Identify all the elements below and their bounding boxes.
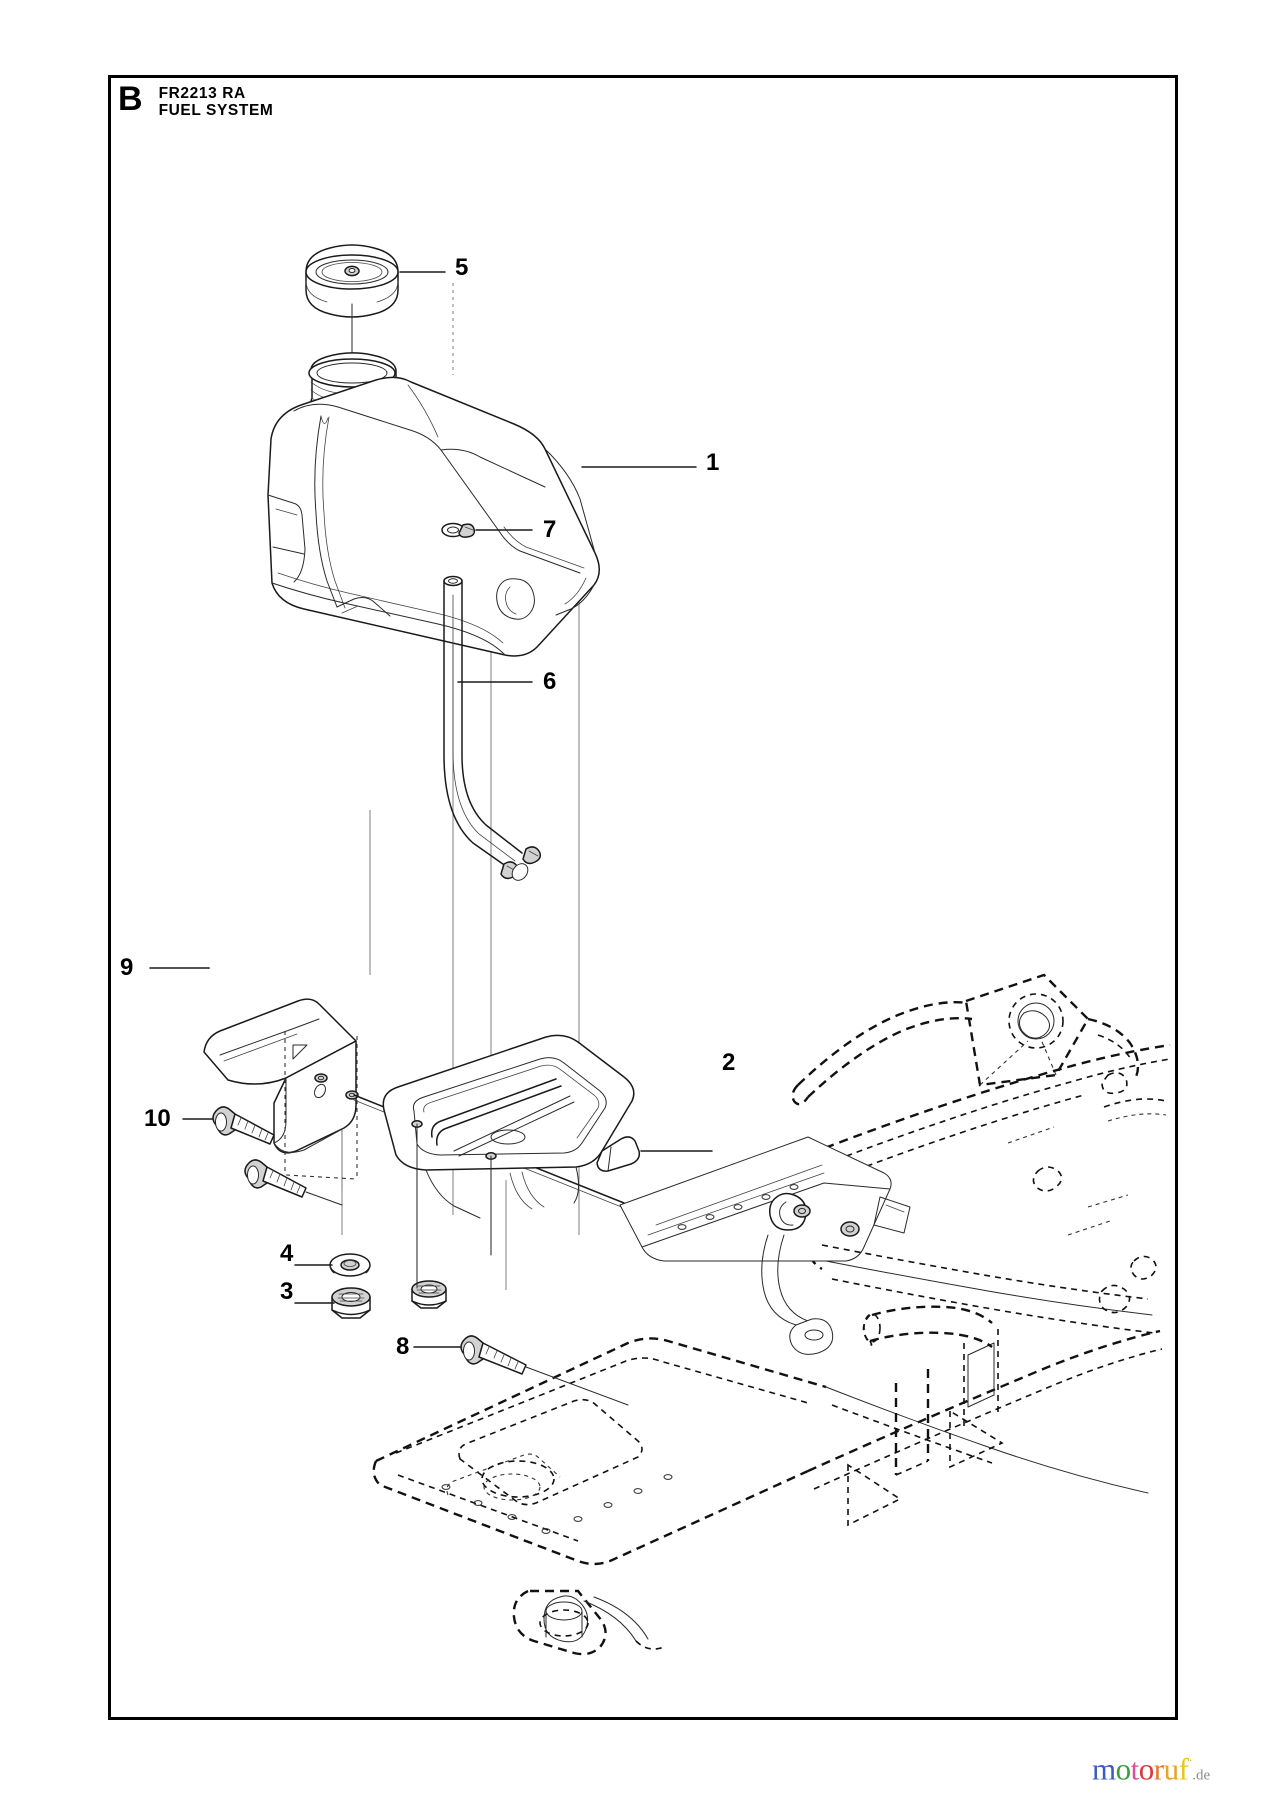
- chassis-deck-plate: [372, 1337, 827, 1566]
- callout-10[interactable]: 10: [144, 1105, 171, 1132]
- chassis-caster-mount: [512, 1589, 665, 1656]
- part-10-hex-flange-bolt-upper: [212, 1106, 275, 1145]
- part-1-fuel-tank: [267, 352, 600, 657]
- callout-2[interactable]: 2: [722, 1049, 736, 1076]
- watermark-dot: ˙: [1188, 1756, 1193, 1771]
- model-designation: FR2213 RA: [158, 85, 246, 102]
- part-7-hose-clamp: [441, 522, 476, 538]
- callout-8[interactable]: 8: [396, 1333, 410, 1360]
- watermark-letter-t: t: [1130, 1751, 1140, 1787]
- callout-4[interactable]: 4: [280, 1240, 294, 1267]
- watermark-letter-f: f: [1178, 1751, 1189, 1787]
- part-4-flat-washer: [329, 1253, 371, 1277]
- watermark-letter-u: u: [1163, 1751, 1180, 1787]
- chassis-engine-bracket: [619, 1136, 911, 1355]
- section-letter: B: [118, 80, 143, 118]
- callout-1[interactable]: 1: [706, 449, 720, 476]
- watermark-letter-m: m: [1092, 1751, 1116, 1787]
- callout-9[interactable]: 9: [120, 954, 134, 981]
- part-5-fuel-cap: [305, 244, 399, 318]
- callout-7[interactable]: 7: [543, 516, 557, 543]
- sheet-border: [108, 75, 1178, 1720]
- part-10-hex-flange-bolt-lower: [244, 1159, 307, 1198]
- diagram-header: B FR2213 RA FUEL SYSTEM: [118, 82, 273, 119]
- part-8-hex-flange-screw: [460, 1335, 527, 1375]
- header-titles: FR2213 RA FUEL SYSTEM: [159, 82, 274, 119]
- callout-6[interactable]: 6: [543, 668, 557, 695]
- callout-5[interactable]: 5: [455, 254, 469, 281]
- watermark-letter-o2: o: [1138, 1751, 1155, 1787]
- flange-nut-secondary: [411, 1280, 447, 1309]
- watermark-letter-r: r: [1153, 1751, 1164, 1787]
- part-6-fuel-hose: [443, 575, 542, 881]
- callout-3[interactable]: 3: [280, 1278, 294, 1305]
- part-9-heat-shield-bracket: [203, 998, 359, 1180]
- system-designation: FUEL SYSTEM: [158, 102, 274, 119]
- reference-chassis-frame: [372, 973, 1171, 1656]
- part-2-fuel-tank-support-tray: [382, 1034, 641, 1219]
- exploded-assembly-illustration: [149, 244, 1171, 1656]
- watermark-suffix: .de: [1192, 1767, 1211, 1784]
- chassis-outlet-tube: [862, 1305, 993, 1348]
- watermark-letter-o1: o: [1115, 1751, 1132, 1787]
- part-3-flange-nut: [331, 1287, 371, 1319]
- assembly-projection-lines: [305, 1123, 629, 1406]
- motoruf-watermark: motoruf˙.de: [1092, 1748, 1210, 1791]
